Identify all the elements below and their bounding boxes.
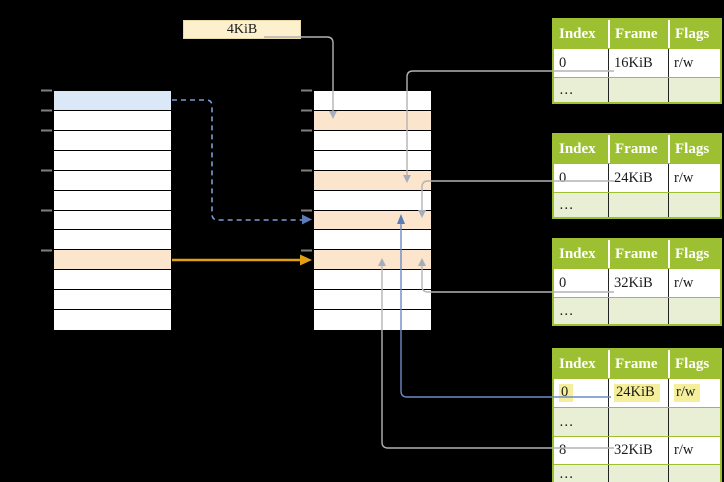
col-header-flags: Flags: [668, 20, 720, 48]
highlight-text: 24KiB: [614, 384, 660, 402]
flags-cell: [668, 193, 720, 217]
memory-row: [54, 250, 171, 271]
highlight-text: r/w: [674, 384, 701, 402]
frame-cell: [608, 408, 668, 436]
memory-row: [54, 150, 171, 171]
arrow-virtual-page-to-frame24-dashed: [172, 99, 312, 225]
flags-cell: [668, 78, 720, 102]
index-cell: 0: [559, 169, 567, 186]
table-row: 0 24KiB r/w: [554, 163, 720, 192]
memory-row: [54, 270, 171, 291]
index-cell: …: [559, 196, 574, 213]
memory-row: [54, 170, 171, 191]
page-table-2: Index Frame Flags 0 24KiB r/w …: [552, 133, 722, 219]
col-header-index: Index: [559, 140, 596, 157]
memory-row: [314, 91, 431, 111]
physical-address-ticks: [301, 89, 312, 252]
table-row: 0 16KiB r/w: [554, 48, 720, 77]
col-header-frame: Frame: [608, 135, 668, 163]
flags-cell: r/w: [668, 269, 720, 297]
index-cell: …: [559, 413, 574, 430]
table-row-highlighted: 0 24KiB r/w: [554, 378, 720, 407]
frame-cell: [608, 78, 668, 102]
memory-row: [54, 130, 171, 151]
memory-row: [314, 110, 431, 131]
col-header-index: Index: [559, 245, 596, 262]
memory-row: [54, 91, 171, 111]
memory-row: [54, 310, 171, 331]
table-header-row: Index Frame Flags: [554, 135, 720, 163]
flags-cell: [668, 298, 720, 324]
memory-row: [314, 130, 431, 151]
frame-cell: 32KiB: [608, 269, 668, 297]
table-row: 8 32KiB r/w: [554, 436, 720, 464]
memory-row: [314, 150, 431, 171]
memory-row: [54, 230, 171, 251]
frame-cell: [608, 298, 668, 324]
index-cell: …: [559, 302, 574, 319]
col-header-flags: Flags: [668, 240, 720, 268]
memory-row: [314, 230, 431, 251]
memory-row: [314, 170, 431, 191]
flags-cell: r/w: [668, 49, 720, 77]
virtual-memory-column: [53, 90, 172, 331]
memory-row: [54, 110, 171, 131]
index-cell: …: [559, 81, 574, 98]
memory-row: [54, 210, 171, 231]
table-header-row: Index Frame Flags: [554, 350, 720, 378]
memory-row: [54, 290, 171, 311]
col-header-flags: Flags: [668, 135, 720, 163]
arrow-virtual-page-to-frame32-orange: [172, 254, 312, 266]
index-cell: 0: [559, 54, 567, 71]
flags-cell: [668, 465, 720, 482]
index-cell: 8: [559, 442, 567, 458]
frame-cell: [608, 465, 668, 482]
col-header-index: Index: [559, 25, 596, 42]
memory-row: [314, 190, 431, 211]
table-row-ellipsis: …: [554, 297, 720, 324]
table-row-ellipsis: …: [554, 407, 720, 436]
memory-row: [314, 210, 431, 231]
memory-row: [314, 250, 431, 271]
flags-cell: r/w: [668, 437, 720, 464]
table-row-ellipsis: …: [554, 464, 720, 482]
index-cell: …: [559, 465, 574, 482]
memory-row: [314, 270, 431, 291]
page-size-text: 4KiB: [226, 21, 258, 37]
frame-cell: 32KiB: [608, 437, 668, 464]
frame-cell: 16KiB: [608, 49, 668, 77]
table-row-ellipsis: …: [554, 77, 720, 102]
flags-cell: [668, 408, 720, 436]
col-header-frame: Frame: [608, 20, 668, 48]
table-row: 0 32KiB r/w: [554, 268, 720, 297]
frame-cell: 24KiB: [608, 164, 668, 192]
flags-cell: r/w: [668, 164, 720, 192]
page-size-label: 4KiB: [183, 20, 301, 39]
table-header-row: Index Frame Flags: [554, 240, 720, 268]
frame-cell: [608, 193, 668, 217]
memory-row: [314, 290, 431, 311]
index-cell: 0: [559, 274, 567, 291]
page-table-1: Index Frame Flags 0 16KiB r/w …: [552, 18, 722, 104]
page-table-3: Index Frame Flags 0 32KiB r/w …: [552, 238, 722, 326]
page-table-4: Index Frame Flags 0 24KiB r/w … 8 32KiB …: [552, 348, 722, 482]
memory-row: [54, 190, 171, 211]
table-header-row: Index Frame Flags: [554, 20, 720, 48]
table-row-ellipsis: …: [554, 192, 720, 217]
memory-row: [314, 310, 431, 331]
virtual-address-ticks: [41, 89, 52, 252]
col-header-frame: Frame: [608, 350, 668, 378]
frame-cell: 24KiB: [608, 379, 668, 407]
col-header-flags: Flags: [668, 350, 720, 378]
col-header-frame: Frame: [608, 240, 668, 268]
flags-cell: r/w: [668, 379, 720, 407]
index-cell: 0: [554, 379, 608, 407]
col-header-index: Index: [559, 355, 596, 372]
physical-memory-column: [313, 90, 432, 331]
highlight-text: 0: [559, 384, 574, 402]
